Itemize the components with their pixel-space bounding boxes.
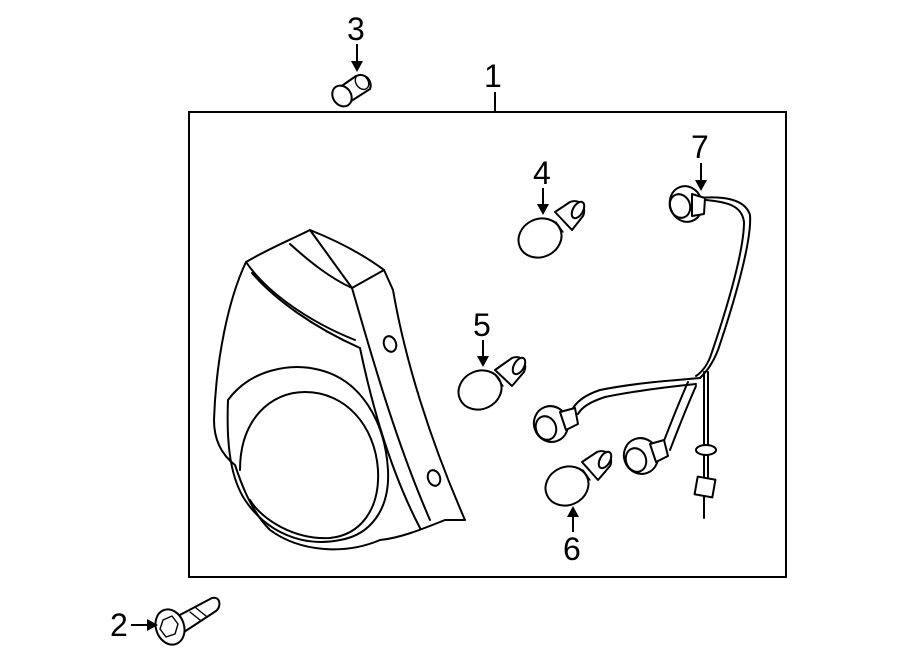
callout-6[interactable]: 6 bbox=[563, 506, 581, 567]
tail-lamp-housing-icon bbox=[213, 229, 466, 551]
callout-3[interactable]: 3 bbox=[347, 11, 365, 72]
callout-7-label: 7 bbox=[691, 129, 709, 165]
bulb-icon bbox=[457, 356, 527, 411]
callout-3-label: 3 bbox=[347, 11, 365, 47]
callout-5[interactable]: 5 bbox=[473, 307, 491, 367]
callout-1[interactable]: 1 bbox=[484, 58, 502, 112]
callout-2-label: 2 bbox=[110, 607, 128, 643]
callout-5-label: 5 bbox=[473, 307, 491, 343]
cylinder-nut-icon bbox=[331, 73, 372, 108]
callout-1-label: 1 bbox=[484, 58, 502, 94]
callout-4[interactable]: 4 bbox=[533, 155, 551, 215]
callout-2[interactable]: 2 bbox=[110, 607, 158, 643]
socket-harness-icon bbox=[532, 185, 752, 519]
callout-4-label: 4 bbox=[533, 155, 551, 191]
hex-bolt-icon bbox=[154, 596, 221, 646]
callout-6-label: 6 bbox=[563, 531, 581, 567]
bulb-icon bbox=[544, 450, 613, 507]
callout-7[interactable]: 7 bbox=[691, 129, 709, 191]
bulb-icon bbox=[517, 200, 586, 259]
